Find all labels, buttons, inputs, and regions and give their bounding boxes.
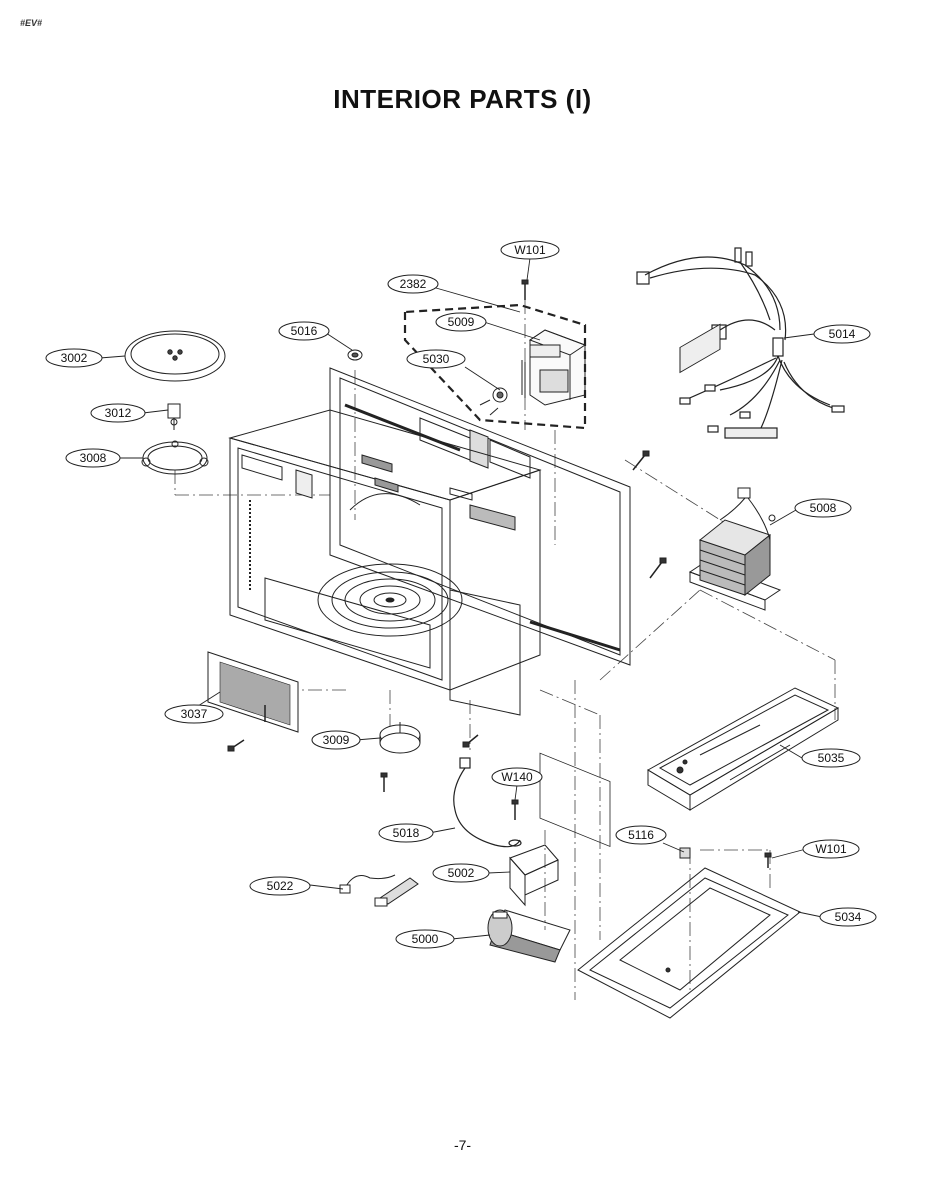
sensor-cable (453, 757, 522, 848)
wire-harness (636, 247, 845, 439)
screw-w101-top (521, 279, 529, 300)
switch-5116 (679, 847, 691, 859)
oven-cavity (228, 409, 542, 716)
vent-grille (207, 651, 299, 733)
callout-label: 5022 (267, 879, 294, 893)
callout-label: 5000 (412, 932, 439, 946)
callout-label: 3002 (61, 351, 88, 365)
callout-3002: 3002 (45, 348, 103, 368)
thermostat (479, 387, 508, 416)
callout-label: 5002 (448, 866, 475, 880)
callout-3037: 3037 (164, 704, 224, 724)
callout-2382: 2382 (387, 274, 439, 294)
turntable-tray (124, 330, 226, 382)
page-number: -7- (453, 1137, 472, 1153)
screw-cavity-bottom (462, 734, 479, 748)
callout-w101-right: W101 (802, 839, 860, 859)
callout-5018: 5018 (378, 823, 434, 843)
callout-3012: 3012 (90, 403, 146, 423)
roller-ring (141, 440, 209, 475)
callout-5034: 5034 (819, 907, 877, 927)
callout-5000: 5000 (395, 929, 455, 949)
callout-label: 5035 (818, 751, 845, 765)
callout-label: 5014 (829, 327, 856, 341)
screw-grille (227, 739, 245, 752)
callout-label: 5008 (810, 501, 837, 515)
callout-label: W140 (501, 770, 533, 784)
callout-5009: 5009 (435, 312, 487, 332)
turntable-motor (379, 722, 421, 792)
callout-5014: 5014 (813, 324, 871, 344)
base-plate (646, 323, 840, 811)
callout-label: W101 (815, 842, 847, 856)
rear-panel (329, 367, 631, 848)
callout-label: 5016 (291, 324, 318, 338)
callout-label: 3008 (80, 451, 107, 465)
magnetron-group-outline (403, 303, 587, 430)
callout-label: 3037 (181, 707, 208, 721)
bottom-plate (577, 867, 801, 1019)
screw-w101-right (764, 852, 772, 868)
page-title: INTERIOR PARTS (I) (333, 84, 592, 114)
callout-5016: 5016 (278, 321, 330, 341)
capacitor (487, 909, 571, 963)
callout-label: 2382 (400, 277, 427, 291)
callout-5035: 5035 (801, 748, 861, 768)
header-mark: #EV# (20, 18, 43, 28)
callout-5030: 5030 (406, 349, 466, 369)
coupler (167, 403, 181, 430)
callout-label: 3012 (105, 406, 132, 420)
capacitor-bracket (509, 844, 559, 907)
callout-3009: 3009 (311, 730, 361, 750)
callout-5116: 5116 (615, 825, 667, 845)
callout-w101-top: W101 (500, 240, 560, 260)
callout-5008: 5008 (794, 498, 852, 518)
callout-label: 3009 (323, 733, 350, 747)
magnetron (521, 329, 587, 406)
callout-3008: 3008 (65, 448, 121, 468)
screw-w140 (511, 799, 519, 820)
callout-label: 5116 (628, 828, 654, 842)
callout-w140: W140 (491, 767, 543, 787)
callout-label: W101 (514, 243, 546, 257)
callout-5022: 5022 (249, 876, 311, 896)
fuse-holder (339, 874, 419, 907)
callout-label: 5030 (423, 352, 450, 366)
stirrer-cover (347, 349, 363, 361)
screws-cavity (632, 450, 667, 579)
transformer (688, 487, 782, 611)
callout-label: 5018 (393, 826, 420, 840)
callout-5002: 5002 (432, 863, 490, 883)
callout-label: 5034 (835, 910, 862, 924)
callout-label: 5009 (448, 315, 475, 329)
